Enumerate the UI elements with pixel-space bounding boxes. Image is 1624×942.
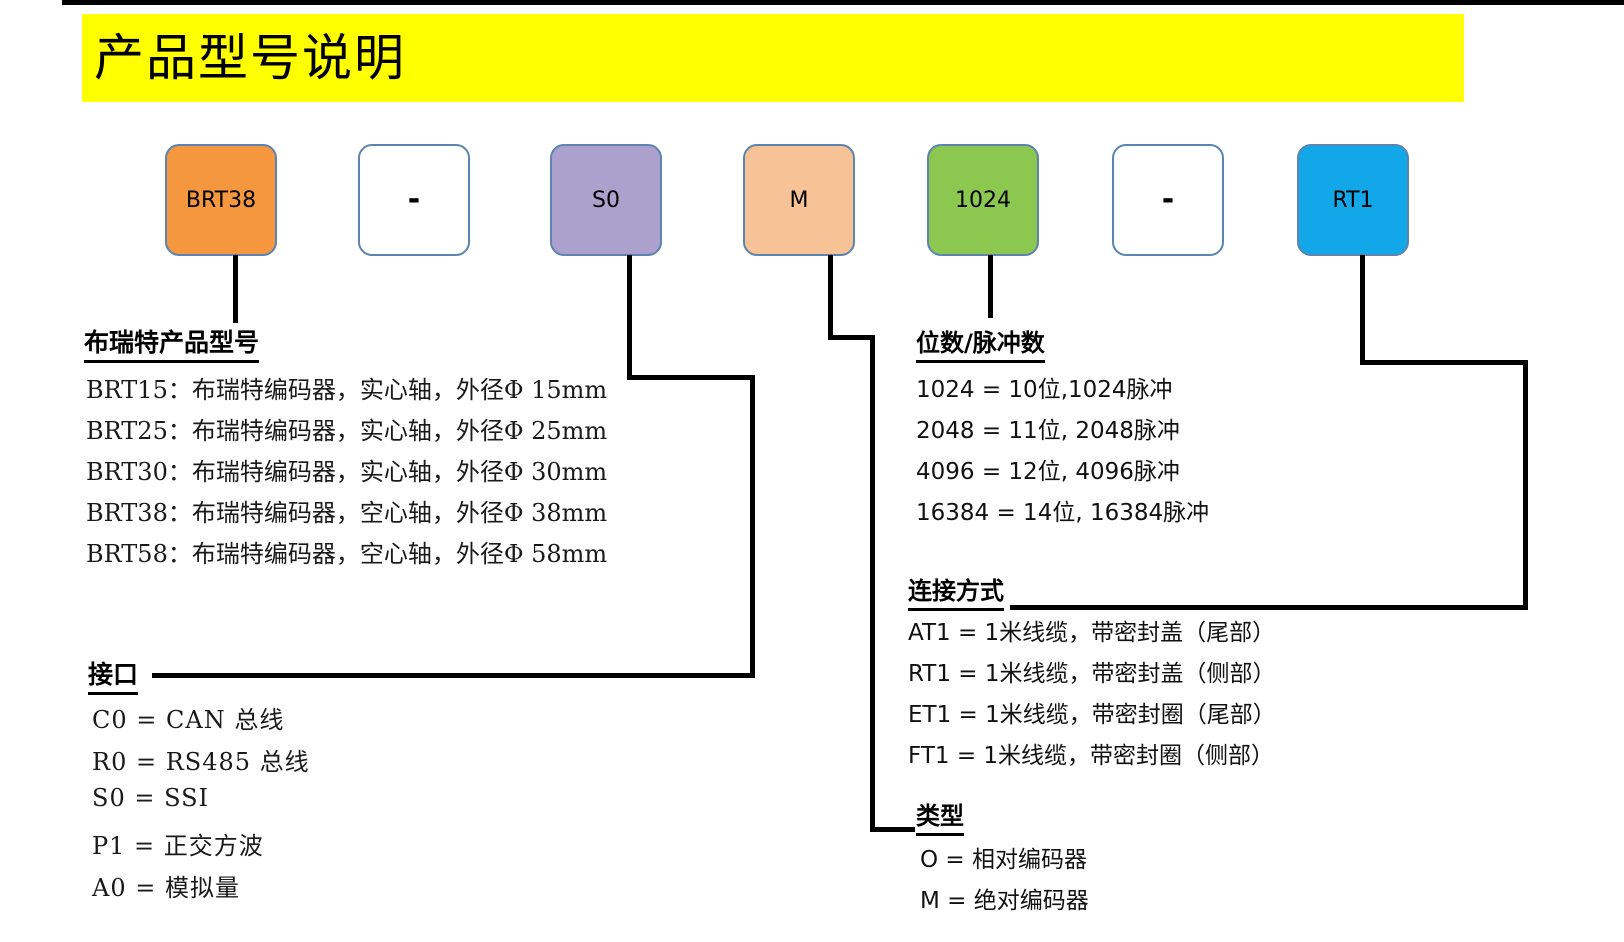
connector-rt1-seg1 [1360, 255, 1365, 365]
model-box-brt38[interactable]: BRT38 [165, 144, 277, 256]
section-heading-product-model: 布瑞特产品型号 [84, 323, 260, 363]
connector-brt38 [233, 255, 238, 323]
section-heading-type: 类型 [916, 796, 964, 836]
section-heading-type-text: 类型 [916, 802, 964, 836]
interface-row-1: C0 = CAN 总线 [92, 706, 285, 734]
page-title: 产品型号说明 [94, 29, 406, 87]
model-box-m[interactable]: M [743, 144, 855, 256]
connection-row-3: ET1 = 1米线缆，带密封圈（尾部） [908, 702, 1276, 728]
title-banner [82, 14, 1464, 102]
model-box-dash-1[interactable]: - [358, 144, 470, 256]
connector-m-seg1 [828, 255, 833, 340]
model-box-1024[interactable]: 1024 [927, 144, 1039, 256]
bits-pulses-row-4: 16384 = 14位, 16384脉冲 [916, 500, 1210, 526]
connector-s0-seg3 [750, 375, 755, 678]
model-box-s0[interactable]: S0 [550, 144, 662, 256]
connector-m-seg3 [870, 335, 875, 832]
interface-row-5: A0 = 模拟量 [92, 874, 240, 902]
section-heading-bits-pulses-text: 位数/脉冲数 [916, 329, 1045, 363]
section-heading-connection: 连接方式 [908, 571, 1004, 611]
connector-m-seg2 [828, 335, 875, 340]
connection-row-2: RT1 = 1米线缆，带密封盖（侧部） [908, 661, 1276, 687]
connector-s0-seg4 [152, 673, 755, 678]
type-row-2: M = 绝对编码器 [920, 888, 1089, 914]
connector-1024 [988, 255, 993, 318]
connection-row-1: AT1 = 1米线缆，带密封盖（尾部） [908, 620, 1276, 646]
model-box-rt1[interactable]: RT1 [1297, 144, 1409, 256]
connector-m-seg4 [870, 827, 915, 832]
connector-s0-seg1 [627, 255, 632, 380]
bits-pulses-row-2: 2048 = 11位, 2048脉冲 [916, 418, 1180, 444]
section-heading-bits-pulses: 位数/脉冲数 [916, 323, 1045, 363]
connector-rt1-seg2 [1360, 360, 1528, 365]
connector-rt1-seg4 [1010, 605, 1528, 610]
type-row-1: O = 相对编码器 [920, 847, 1087, 873]
product-model-row-3: BRT30：布瑞特编码器，实心轴，外径Φ 30mm [86, 458, 608, 486]
model-box-dash-2[interactable]: - [1112, 144, 1224, 256]
product-model-row-1: BRT15：布瑞特编码器，实心轴，外径Φ 15mm [86, 376, 608, 404]
section-heading-interface: 接口 [88, 655, 139, 695]
product-model-row-4: BRT38：布瑞特编码器，空心轴，外径Φ 38mm [86, 499, 608, 527]
top-rule [62, 0, 1624, 5]
section-heading-product-model-text: 布瑞特产品型号 [84, 328, 260, 363]
bits-pulses-row-1: 1024 = 10位,1024脉冲 [916, 377, 1173, 403]
product-model-row-5: BRT58：布瑞特编码器，空心轴，外径Φ 58mm [86, 540, 608, 568]
bits-pulses-row-3: 4096 = 12位, 4096脉冲 [916, 459, 1180, 485]
connector-s0-seg2 [627, 375, 755, 380]
connection-row-4: FT1 = 1米线缆，带密封圈（侧部） [908, 743, 1275, 769]
interface-row-2: R0 = RS485 总线 [92, 748, 310, 776]
connector-rt1-seg3 [1523, 360, 1528, 610]
section-heading-connection-text: 连接方式 [908, 577, 1004, 611]
section-heading-interface-text: 接口 [88, 660, 139, 695]
interface-row-3: S0 = SSI [92, 784, 210, 812]
interface-row-4: P1 = 正交方波 [92, 832, 264, 860]
product-model-row-2: BRT25：布瑞特编码器，实心轴，外径Φ 25mm [86, 417, 608, 445]
